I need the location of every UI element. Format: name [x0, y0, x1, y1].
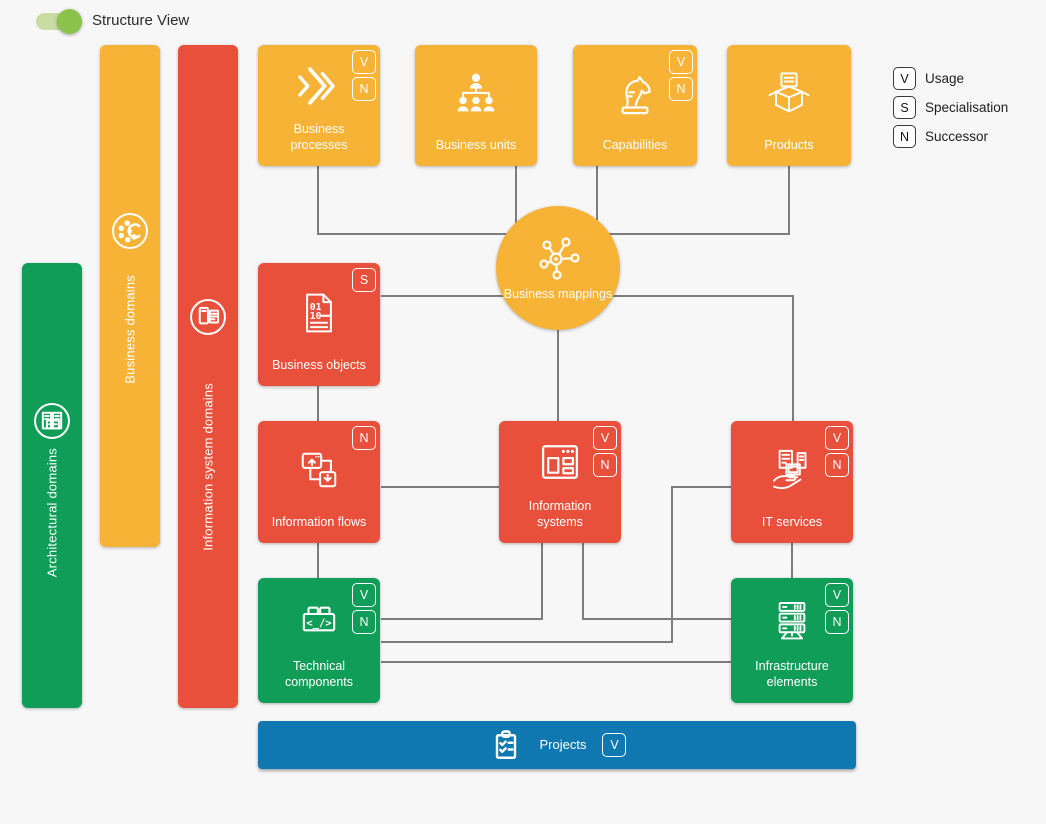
svg-text:10: 10	[310, 311, 322, 322]
node-projects[interactable]: Projects V	[258, 721, 856, 769]
usage-badge: V	[893, 67, 916, 90]
usage-badge: V	[825, 426, 849, 450]
business-processes-icon	[258, 45, 380, 121]
node-label: Technical components	[284, 658, 354, 689]
node-products[interactable]: Products	[727, 45, 851, 166]
svg-text:01: 01	[310, 302, 322, 313]
node-business-domains[interactable]: Business domains	[100, 45, 160, 547]
node-architectural-domains[interactable]: Architectural domains	[22, 263, 82, 708]
capabilities-icon	[573, 45, 697, 137]
information-systems-icon	[499, 421, 621, 498]
node-label: Capabilities	[602, 137, 668, 152]
page-title: Structure View	[92, 12, 190, 29]
successor-badge: N	[352, 610, 376, 634]
legend: V Usage S Specialisation N Successor	[893, 67, 1008, 154]
node-label: Information flows	[271, 514, 367, 529]
successor-badge: N	[669, 77, 693, 101]
node-label: Products	[764, 137, 814, 152]
usage-badge: V	[352, 583, 376, 607]
node-business-objects[interactable]: S 01 10 Business objects	[258, 263, 380, 386]
successor-badge: N	[352, 426, 376, 450]
node-label: Business mappings	[503, 286, 613, 301]
business-units-icon	[415, 45, 537, 137]
legend-item-usage: V Usage	[893, 67, 1008, 90]
node-label: Business objects	[272, 357, 366, 372]
successor-badge: N	[352, 77, 376, 101]
node-business-mappings[interactable]: Business mappings	[496, 206, 620, 330]
specialisation-badge: S	[893, 96, 916, 119]
node-label: IT services	[761, 514, 823, 529]
node-label: Infrastructure elements	[755, 658, 829, 689]
domain-label: Information system domains	[200, 383, 216, 551]
usage-badge: V	[825, 583, 849, 607]
information-flows-icon	[258, 421, 380, 514]
information-system-domains-icon	[186, 295, 230, 339]
projects-icon	[488, 727, 524, 763]
node-label: Information systems	[528, 498, 592, 529]
it-services-icon	[731, 421, 853, 514]
usage-badge: V	[593, 426, 617, 450]
legend-item-successor: N Successor	[893, 125, 1008, 148]
successor-badge: N	[893, 125, 916, 148]
successor-badge: N	[825, 453, 849, 477]
svg-text:<_/>: <_/>	[306, 617, 331, 629]
node-label: Business units	[435, 137, 517, 152]
infrastructure-elements-icon	[731, 578, 853, 658]
structure-view-toggle[interactable]	[36, 9, 82, 34]
domain-label: Business domains	[122, 275, 138, 384]
node-information-flows[interactable]: N Information flows	[258, 421, 380, 543]
node-label: Projects	[539, 736, 587, 752]
business-domains-icon	[108, 209, 152, 253]
usage-badge: V	[669, 50, 693, 74]
usage-badge: V	[352, 50, 376, 74]
business-objects-icon: 01 10	[258, 263, 380, 357]
usage-badge: V	[602, 733, 627, 757]
architectural-domains-icon	[30, 399, 74, 443]
toggle-knob	[57, 9, 82, 34]
successor-badge: N	[593, 453, 617, 477]
node-information-system-domains[interactable]: Information system domains	[178, 45, 238, 708]
business-mappings-icon	[534, 234, 582, 282]
technical-components-icon: <_/>	[258, 578, 380, 658]
domain-label: Architectural domains	[44, 448, 60, 578]
successor-badge: N	[825, 610, 849, 634]
products-icon	[727, 45, 851, 137]
legend-item-specialisation: S Specialisation	[893, 96, 1008, 119]
node-label: Business processes	[290, 121, 348, 152]
node-business-units[interactable]: Business units	[415, 45, 537, 166]
specialisation-badge: S	[352, 268, 376, 292]
